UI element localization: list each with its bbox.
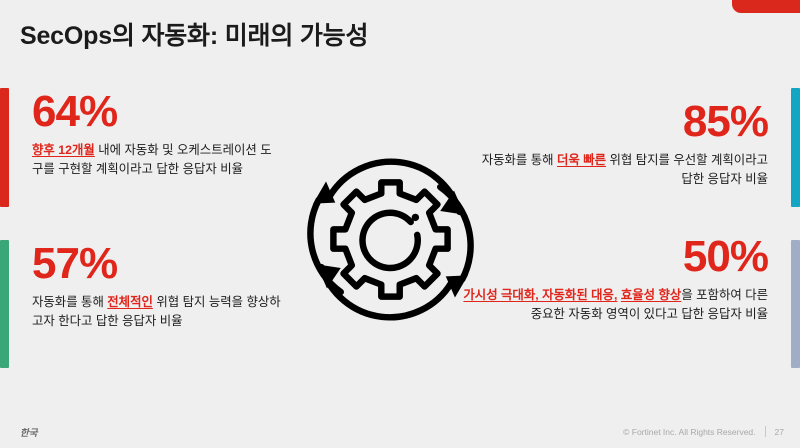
stat-block-50: 50% 가시성 극대화, 자동화된 대응, 효율성 향상을 포함하여 다른 중요… — [450, 232, 769, 324]
stat-description-85: 자동화를 통해 더욱 빠른 위협 탐지를 우선할 계획이라고 답한 응답자 비율 — [468, 151, 768, 189]
stat-block-85: 85% 자동화를 통해 더욱 빠른 위협 탐지를 우선할 계획이라고 답한 응답… — [468, 97, 769, 189]
stat-description-50: 가시성 극대화, 자동화된 대응, 효율성 향상을 포함하여 다른 중요한 자동… — [450, 286, 768, 324]
stat-highlight2-50: 효율성 향상 — [620, 288, 682, 302]
stat-desc-lead-85: 자동화를 통해 — [481, 153, 557, 167]
stat-desc-lead-57: 자동화를 통해 — [32, 295, 108, 309]
accent-bar-stat-64 — [0, 88, 9, 207]
stat-description-57: 자동화를 통해 전체적인 위협 탐지 능력을 향상하고자 한다고 답한 응답자 … — [32, 293, 282, 331]
stat-percent-64: 64% — [32, 87, 118, 136]
stat-percent-50: 50% — [682, 232, 769, 281]
footer-copyright: © Fortinet Inc. All Rights Reserved. — [623, 426, 756, 437]
stat-highlight-85: 더욱 빠른 — [556, 153, 607, 167]
stat-highlight-64: 향후 12개월 — [32, 143, 95, 157]
footer-locale: 한국 — [20, 428, 38, 439]
top-right-red-accent — [732, 0, 800, 13]
stat-highlight-50: 가시성 극대화, 자동화된 대응, — [463, 288, 618, 302]
stat-desc-rest-85: 위협 탐지를 우선할 계획이라고 답한 응답자 비율 — [606, 153, 768, 186]
footer-divider — [764, 426, 766, 437]
stat-percent-85: 85% — [682, 97, 769, 146]
stat-desc-rest-64: 내에 자동화 및 오케스트레이션 도구를 구현할 계획이라고 답한 응답자 비율 — [32, 143, 272, 176]
accent-bar-stat-57 — [0, 240, 9, 368]
stat-highlight-57: 전체적인 — [107, 295, 153, 309]
accent-bar-stat-50 — [791, 240, 800, 368]
stat-desc-rest-57: 위협 탐지 능력을 향상하고자 한다고 답한 응답자 비율 — [32, 295, 281, 328]
stat-block-57: 57% 자동화를 통해 전체적인 위협 탐지 능력을 향상하고자 한다고 답한 … — [32, 242, 282, 331]
accent-bar-stat-85 — [791, 88, 800, 207]
footer-page-number: 27 — [774, 426, 784, 437]
page-title: SecOps의 자동화: 미래의 가능성 — [20, 22, 369, 50]
footer-right: © Fortinet Inc. All Rights Reserved. 27 — [623, 426, 784, 437]
stat-block-64: 64% 향후 12개월 내에 자동화 및 오케스트레이션 도구를 구현할 계획이… — [32, 90, 282, 179]
gear-cycle-icon — [307, 158, 474, 321]
stat-description-64: 향후 12개월 내에 자동화 및 오케스트레이션 도구를 구현할 계획이라고 답… — [32, 141, 282, 179]
stat-desc-rest-50: 을 포함하여 다른 중요한 자동화 영역이 있다고 답한 응답자 비율 — [530, 288, 768, 321]
stat-percent-57: 57% — [32, 239, 118, 288]
